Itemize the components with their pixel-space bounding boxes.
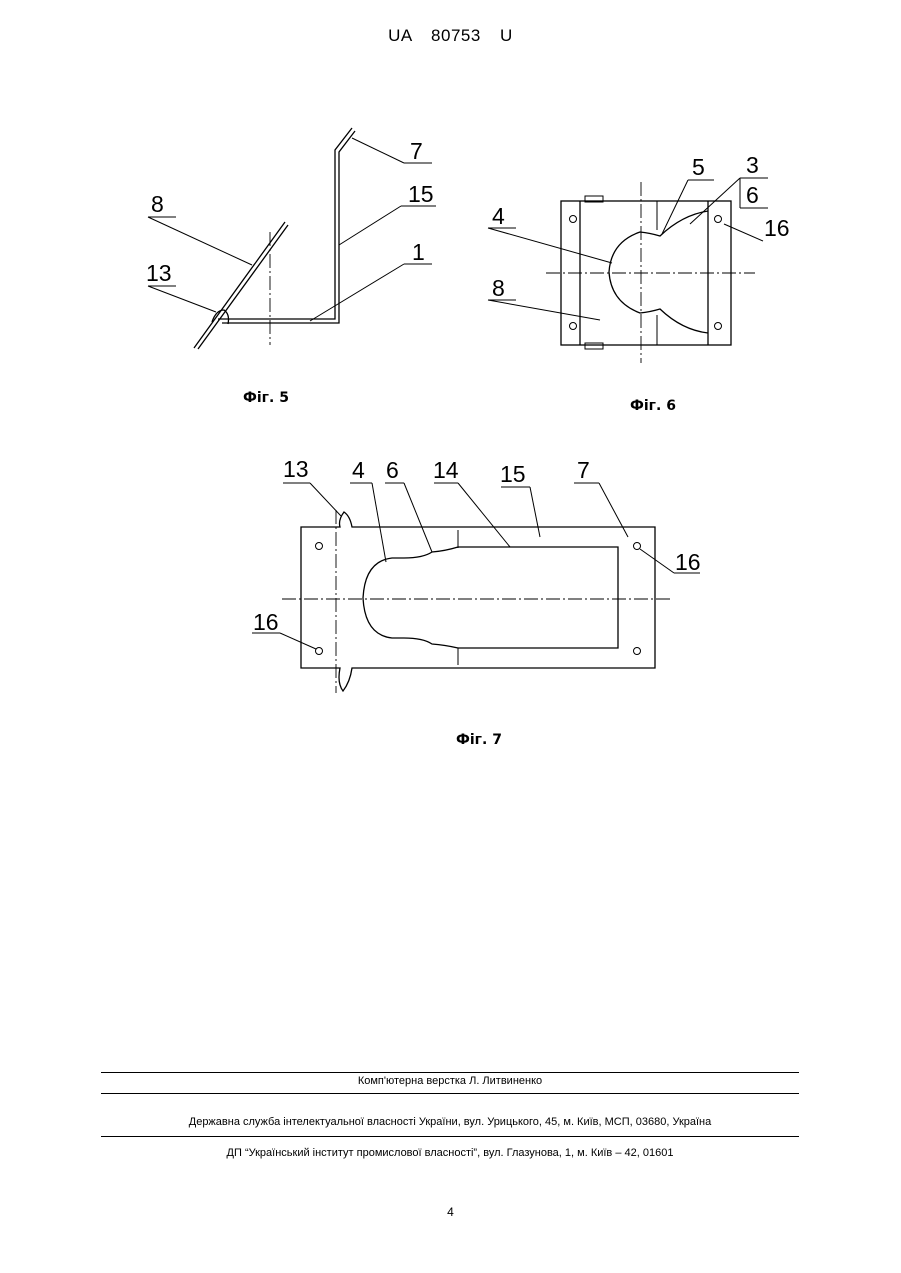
fig5-leader-15 — [339, 206, 401, 245]
fig7-label-6: 6 — [386, 457, 399, 483]
fig5-label-1: 1 — [412, 239, 425, 265]
fig5-leader-8 — [148, 217, 252, 265]
fig6-hole — [570, 323, 577, 330]
fig7-leader-15 — [530, 487, 540, 537]
fig6-cutout — [609, 211, 708, 333]
fig5-label-8: 8 — [151, 191, 164, 217]
fig6-label-4: 4 — [492, 203, 505, 229]
fig6-caption: Фіг. 6 — [630, 398, 676, 414]
fig6-label-5: 5 — [692, 154, 705, 180]
fig7-leader-13 — [310, 483, 341, 516]
footer-rule-bottom — [101, 1136, 799, 1137]
fig6-leader-8 — [488, 300, 600, 320]
fig6-hole — [570, 216, 577, 223]
fig6-tab-bottom — [585, 343, 603, 349]
fig5-caption: Фіг. 5 — [243, 390, 289, 406]
footer-rule-top — [101, 1072, 799, 1073]
fig7-cutout — [363, 547, 458, 648]
fig6-leader-4 — [488, 228, 612, 263]
fig7-leader-4 — [372, 483, 386, 562]
fig7-label-14: 14 — [433, 457, 459, 483]
fig5-leader-1 — [310, 264, 404, 321]
fig7-leader-16-right — [640, 549, 674, 573]
fig5-label-13: 13 — [146, 260, 172, 286]
fig7-label-15: 15 — [500, 461, 526, 487]
fig6-label-8: 8 — [492, 275, 505, 301]
fig6-label-6: 6 — [746, 182, 759, 208]
fig7-hole — [634, 648, 641, 655]
fig7-label-16-left: 16 — [253, 609, 279, 635]
fig5-leader-13 — [148, 286, 216, 312]
footer-typesetting: Комп'ютерна верстка Л. Литвиненко — [101, 1074, 799, 1088]
fig7-outline — [301, 512, 655, 691]
fig7-leader-16-left — [280, 633, 316, 649]
fig6-label-3: 3 — [746, 152, 759, 178]
fig6-leader-16 — [724, 224, 763, 241]
fig7-label-13: 13 — [283, 456, 309, 482]
fig6-hole — [715, 323, 722, 330]
figure-6: 4 8 5 3 6 16 Фіг. 6 — [488, 152, 790, 414]
fig7-hole — [634, 543, 641, 550]
fig5-plate-outer — [218, 128, 352, 319]
fig7-label-16-right: 16 — [675, 549, 701, 575]
fig6-leader-5 — [662, 180, 688, 234]
fig7-leader-14 — [458, 483, 510, 547]
fig5-label-7: 7 — [410, 138, 423, 164]
fig7-hole — [316, 648, 323, 655]
figure-5: 8 13 7 15 1 Фіг. 5 — [146, 128, 436, 406]
fig7-label-7: 7 — [577, 457, 590, 483]
footer-agency: Державна служба інтелектуальної власност… — [101, 1115, 799, 1129]
figure-7: 13 4 6 14 15 7 16 16 Фіг. 7 — [252, 456, 701, 748]
footer-rule-middle — [101, 1093, 799, 1094]
fig5-wall-inner — [198, 225, 288, 349]
footer-institute: ДП “Український інститут промислової вла… — [101, 1146, 799, 1160]
page-number: 4 — [0, 1205, 901, 1219]
fig6-hole — [715, 216, 722, 223]
fig7-caption: Фіг. 7 — [456, 732, 502, 748]
patent-drawings: 8 13 7 15 1 Фіг. 5 — [0, 0, 901, 800]
fig7-leader-7 — [599, 483, 628, 537]
fig6-label-16: 16 — [764, 215, 790, 241]
fig5-wall-outer — [194, 222, 285, 348]
fig5-leader-7 — [352, 138, 404, 163]
fig7-label-4: 4 — [352, 457, 365, 483]
fig7-inner-frame — [458, 547, 618, 648]
fig7-leader-6 — [404, 483, 432, 552]
fig7-hole — [316, 543, 323, 550]
fig5-label-15: 15 — [408, 181, 434, 207]
